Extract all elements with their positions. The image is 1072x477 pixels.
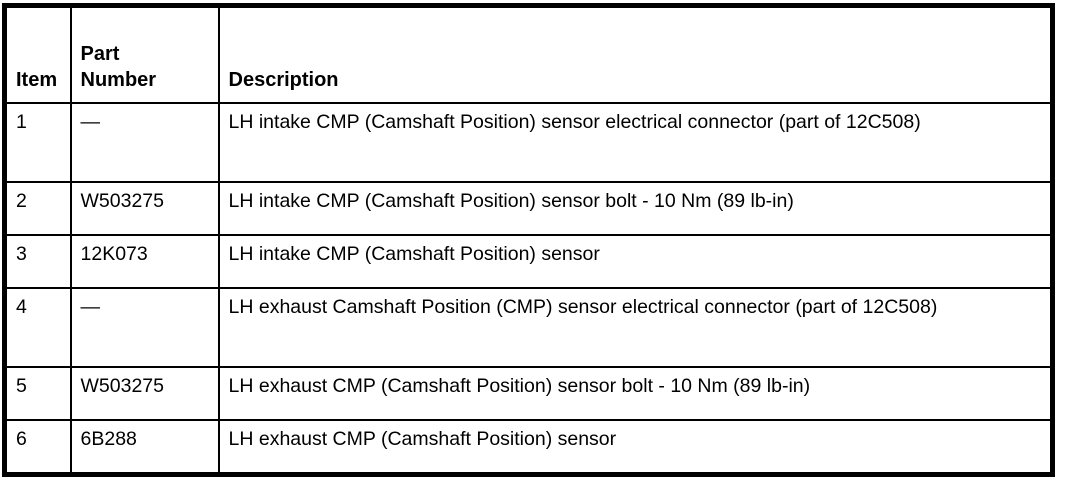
cell-description: LH intake CMP (Camshaft Position) sensor… — [217, 181, 1054, 236]
cell-item: 3 — [3, 234, 72, 289]
cell-part-number: 6B288 — [69, 419, 220, 476]
cell-description: LH intake CMP (Camshaft Position) sensor… — [217, 102, 1054, 183]
column-header-description: Description — [217, 4, 1054, 104]
cell-part-number: — — [69, 287, 220, 368]
cell-part-number: W503275 — [69, 181, 220, 236]
cell-description: LH exhaust Camshaft Position (CMP) senso… — [217, 287, 1054, 368]
table-row: 1 — LH intake CMP (Camshaft Position) se… — [3, 102, 1054, 183]
cell-item: 5 — [3, 366, 72, 421]
parts-table-container: Item Part Number Description 1 — LH inta… — [2, 3, 1055, 477]
table-row: 3 12K073 LH intake CMP (Camshaft Positio… — [3, 234, 1054, 289]
cell-item: 2 — [3, 181, 72, 236]
column-header-part-number-line1: Part — [80, 43, 120, 65]
table-header: Item Part Number Description — [3, 4, 1054, 104]
cell-item: 6 — [3, 419, 72, 476]
table-row: 5 W503275 LH exhaust CMP (Camshaft Posit… — [3, 366, 1054, 421]
cell-part-number: W503275 — [69, 366, 220, 421]
table-body: 1 — LH intake CMP (Camshaft Position) se… — [3, 102, 1054, 476]
table-header-row: Item Part Number Description — [3, 4, 1054, 104]
cell-item: 1 — [3, 102, 72, 183]
table-row: 6 6B288 LH exhaust CMP (Camshaft Positio… — [3, 419, 1054, 476]
column-header-part-number-line2: Number — [80, 69, 157, 91]
table-row: 2 W503275 LH intake CMP (Camshaft Positi… — [3, 181, 1054, 236]
cell-part-number: — — [69, 102, 220, 183]
column-header-item: Item — [3, 4, 72, 104]
cell-part-number: 12K073 — [69, 234, 220, 289]
column-header-part-number: Part Number — [69, 4, 220, 104]
cell-description: LH intake CMP (Camshaft Position) sensor — [217, 234, 1054, 289]
parts-legend-table: Item Part Number Description 1 — LH inta… — [2, 3, 1055, 477]
table-row: 4 — LH exhaust Camshaft Position (CMP) s… — [3, 287, 1054, 368]
cell-item: 4 — [3, 287, 72, 368]
cell-description: LH exhaust CMP (Camshaft Position) senso… — [217, 366, 1054, 421]
cell-description: LH exhaust CMP (Camshaft Position) senso… — [217, 419, 1054, 476]
